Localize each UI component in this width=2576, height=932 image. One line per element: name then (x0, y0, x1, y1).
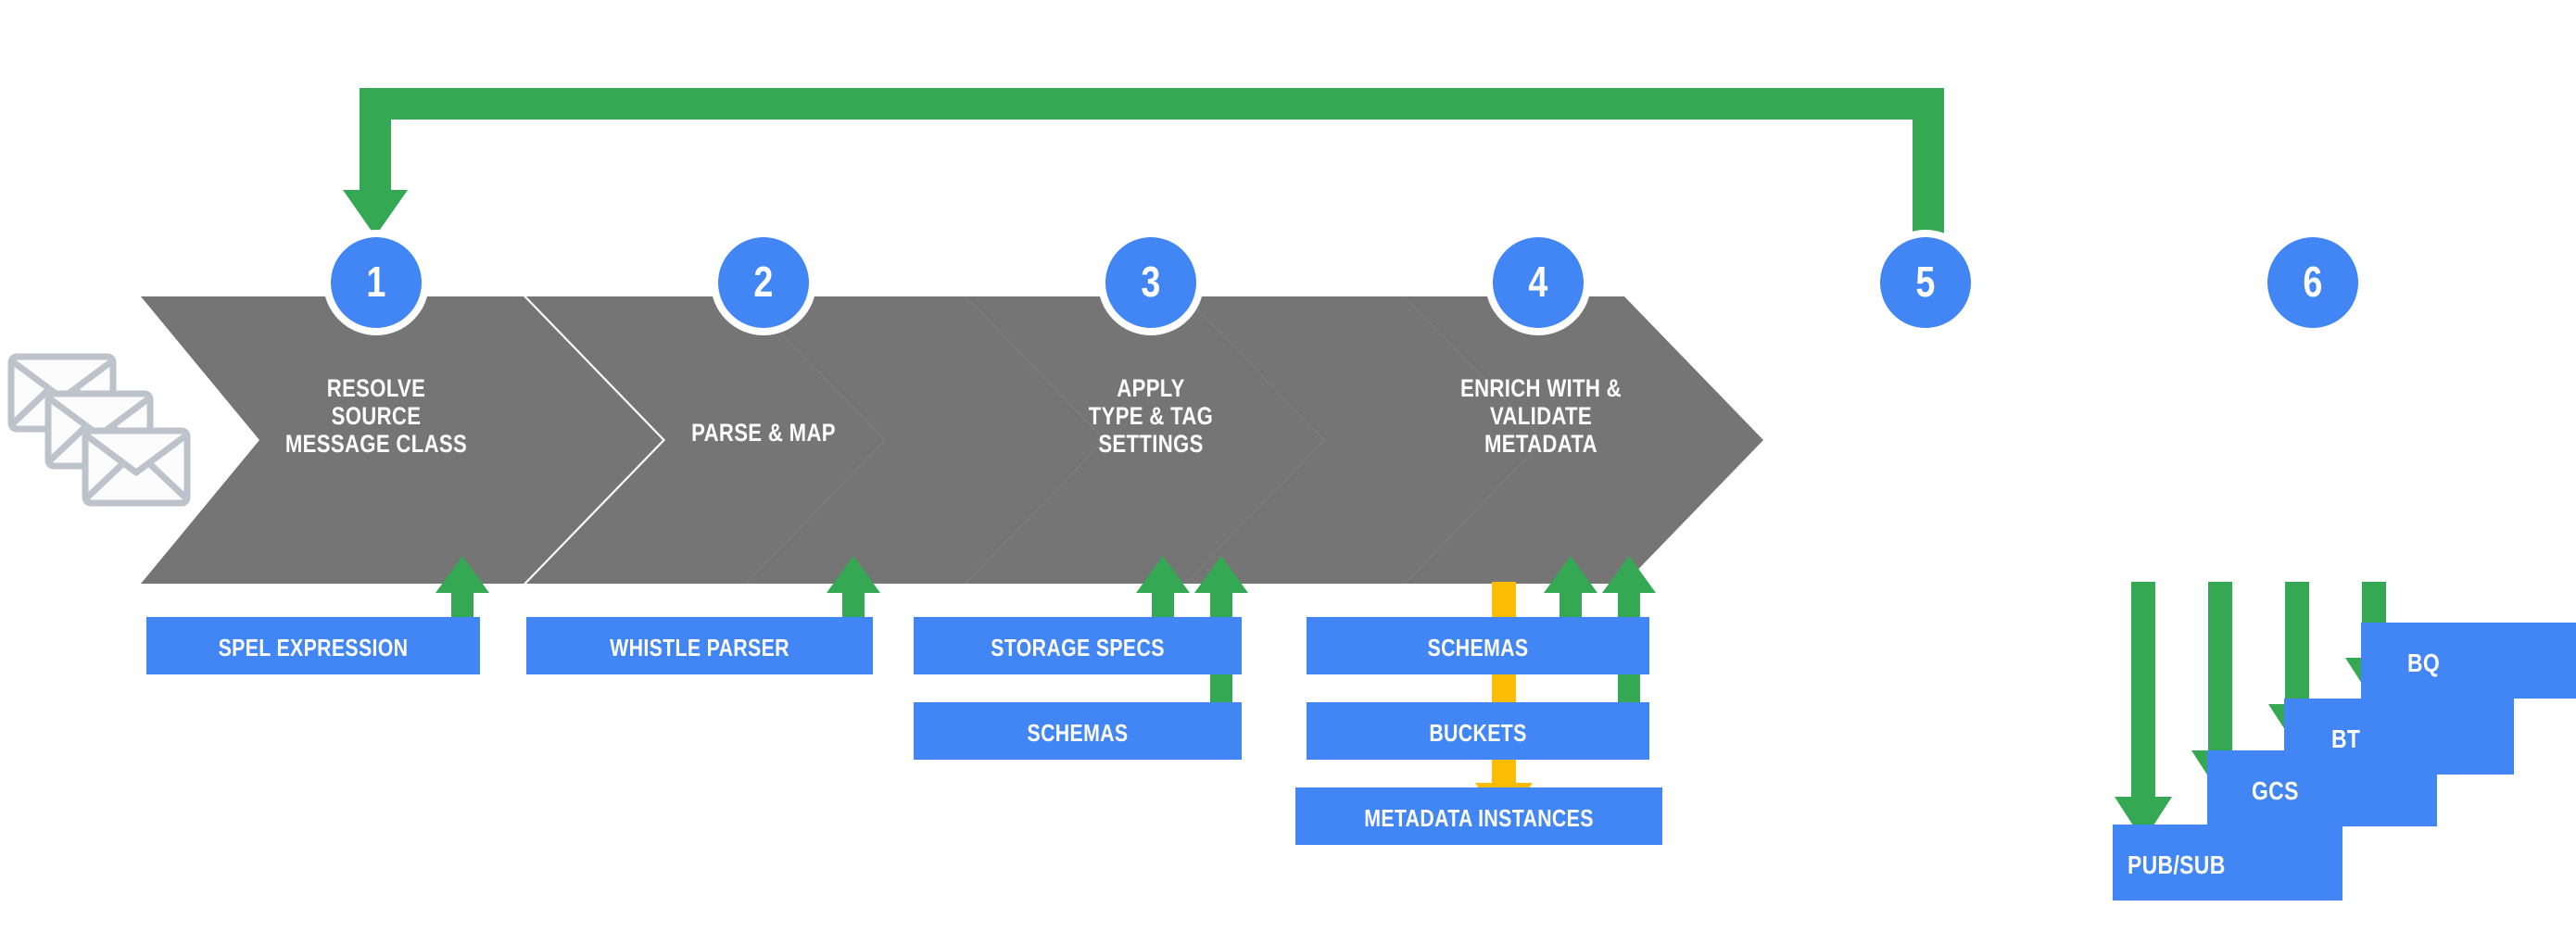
chevron-step-4[interactable] (966, 296, 1324, 584)
storage-box-gcs[interactable] (2207, 750, 2437, 826)
step-circle-2[interactable] (711, 230, 816, 335)
chip-schemas-step3[interactable] (914, 702, 1242, 760)
step-circle-5[interactable] (1873, 230, 1978, 335)
chip-storage-specs[interactable] (914, 617, 1242, 674)
feedback-loop-arrow (343, 88, 1944, 241)
chip-metadata-instances[interactable] (1295, 787, 1662, 845)
chevron-step-2[interactable] (526, 296, 885, 584)
storage-box-pubsub[interactable] (2113, 825, 2342, 901)
step-circle-1[interactable] (323, 230, 429, 335)
chip-buckets[interactable] (1307, 702, 1649, 760)
chip-spel-expression[interactable] (146, 617, 480, 674)
arrow-write-pubsub-down (2115, 582, 2172, 841)
chevron-step-1[interactable] (141, 296, 663, 584)
step-circle-3[interactable] (1098, 230, 1204, 335)
chevron-step-6[interactable] (1405, 296, 1763, 584)
step-circle-4[interactable] (1485, 230, 1591, 335)
envelope-icon-3 (82, 427, 191, 507)
storage-box-bq[interactable] (2361, 623, 2576, 699)
chip-schemas-step4[interactable] (1307, 617, 1649, 674)
envelopes-icon (7, 353, 191, 507)
chevron-step-5[interactable] (1185, 296, 1544, 584)
chevron-step-3[interactable] (746, 296, 1105, 584)
chip-whistle-parser[interactable] (526, 617, 873, 674)
step-circle-6[interactable] (2260, 230, 2366, 335)
